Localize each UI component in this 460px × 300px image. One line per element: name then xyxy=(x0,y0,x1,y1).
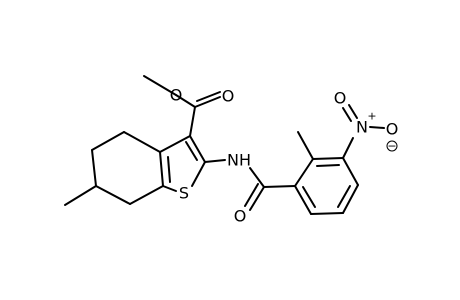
bond-amide-co-a xyxy=(249,186,265,211)
atom-label: S xyxy=(179,184,189,203)
atom-label: O xyxy=(334,89,347,108)
atom-thiophene-sulfur: S xyxy=(179,184,189,203)
bond-c6-methyl xyxy=(64,185,97,206)
bond-c3-c3a xyxy=(159,135,191,153)
bond-amide-co-b xyxy=(244,183,259,207)
charge-label: + xyxy=(367,110,376,123)
atom-ester-carbonyl-oxygen: O xyxy=(222,87,235,106)
bond-c3a-c4 xyxy=(123,131,161,153)
bond-ar1-ar2 xyxy=(294,158,314,187)
bond-carbonyl-double-a xyxy=(194,96,221,108)
atom-label: N xyxy=(356,118,368,137)
bond-methyl-oxygen xyxy=(143,75,177,96)
bond-c4-c5 xyxy=(91,131,125,151)
charge-label: − xyxy=(387,140,396,153)
bond-ar6-ar1-double xyxy=(302,186,316,208)
bond-sulfur-c2 xyxy=(191,161,206,187)
bond-oxygen-carbonyl xyxy=(175,94,196,108)
atom-label: O xyxy=(234,207,247,226)
bond-c2-nh xyxy=(204,159,226,163)
bond-c6-c7 xyxy=(95,185,131,205)
bond-ar6-ar1 xyxy=(294,185,312,215)
atom-nitro-double-oxygen: O xyxy=(334,89,347,108)
bond-nitro-oxygen-up xyxy=(348,104,358,119)
bond-c2-c3-double xyxy=(185,141,198,161)
bond-ar5-ar6 xyxy=(310,212,344,215)
charge-circle xyxy=(386,140,398,152)
bond-ar4-ar5-double xyxy=(337,185,351,208)
bond-nh-carbonyl xyxy=(249,167,265,188)
bond-c7a-c7a-double xyxy=(167,156,171,183)
atom-nitro-nitrogen: N + xyxy=(356,110,377,137)
bond-c2-c3 xyxy=(189,135,206,163)
atom-nitro-anion-oxygen: O − xyxy=(386,120,399,153)
bond-ar3-ar4 xyxy=(342,157,359,186)
atom-amide-nh: NH xyxy=(227,151,251,170)
bond-layer xyxy=(64,75,385,215)
atom-label: O xyxy=(386,120,399,139)
bond-ar2-methyl xyxy=(297,131,314,160)
bond-ar4-ar5 xyxy=(342,184,359,214)
bond-ar2-ar3-double xyxy=(316,164,340,167)
atom-ester-oxygen: O xyxy=(170,86,183,105)
atom-layer: O O S NH O N + O − O xyxy=(170,86,399,226)
bond-ar3-nitro xyxy=(342,137,354,159)
atom-label: O xyxy=(170,86,183,105)
atom-amide-oxygen: O xyxy=(234,207,247,226)
bond-carbonyl-double-b xyxy=(196,91,221,102)
atom-label: NH xyxy=(227,151,251,170)
bond-amide-aryl xyxy=(263,185,296,188)
bond-nitro-oxygen-right xyxy=(369,126,385,129)
atom-label: O xyxy=(222,87,235,106)
bond-c7-c7a xyxy=(129,185,164,205)
bond-c5-c6 xyxy=(91,149,97,187)
bond-ar2-ar3 xyxy=(312,157,344,160)
bond-nitro-oxygen-up-double xyxy=(342,107,352,122)
bond-carbonyl-ring xyxy=(189,106,196,137)
bond-c3a-c7a xyxy=(159,151,164,187)
bond-c7a-sulfur xyxy=(162,185,177,192)
